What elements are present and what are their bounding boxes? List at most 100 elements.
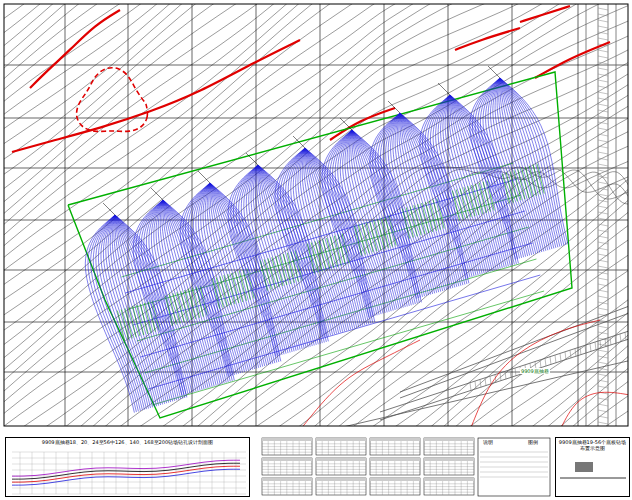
borehole-line	[510, 171, 517, 201]
table-rule	[370, 443, 420, 444]
table-rule	[334, 441, 335, 455]
table-rule	[442, 481, 443, 495]
table-rule	[370, 469, 420, 470]
borehole-trace	[275, 148, 322, 338]
table-rule	[293, 481, 294, 495]
borehole-trace	[258, 165, 316, 345]
borehole-trace	[352, 130, 411, 305]
borehole-line	[537, 164, 544, 194]
table-rule	[394, 441, 395, 455]
borehole-trace	[500, 78, 562, 246]
borehole-line	[181, 291, 188, 321]
borehole-trace	[400, 113, 463, 285]
roadway-hatch	[598, 194, 608, 196]
notes-table	[478, 438, 550, 496]
borehole-trace	[133, 200, 182, 396]
table-rule	[262, 449, 312, 450]
borehole-trace	[305, 148, 359, 327]
borehole-parameter-tables	[262, 438, 474, 495]
coordinate-grid	[4, 4, 628, 426]
table-rule	[370, 472, 420, 473]
roadway-hatch	[598, 200, 608, 202]
roadway-hatch	[598, 104, 608, 106]
borehole-line	[323, 239, 330, 269]
table-frame	[424, 438, 474, 455]
borehole-trace	[500, 78, 548, 250]
roadway-hatch	[598, 50, 608, 52]
drill-site-leader	[340, 118, 352, 130]
table-rule	[461, 441, 462, 455]
roadway-hatch	[555, 355, 556, 363]
profile-line	[12, 460, 240, 476]
roadway-hatch	[600, 340, 601, 348]
table-rule	[448, 461, 449, 475]
table-rule	[359, 481, 360, 495]
table-rule	[262, 446, 312, 447]
borehole-line	[129, 195, 521, 309]
grid-line	[4, 322, 628, 323]
borehole-line	[173, 293, 180, 323]
table-rule	[262, 492, 312, 493]
table-rule	[316, 492, 366, 493]
table-rule	[262, 483, 312, 484]
table-rule	[480, 462, 548, 463]
contour-line	[4, 290, 628, 426]
table-rule	[370, 446, 420, 447]
borehole-line	[483, 182, 490, 212]
table-rule	[268, 441, 269, 455]
table-rule	[480, 457, 548, 458]
table-rule	[461, 461, 462, 475]
chart-grid	[176, 452, 177, 494]
borehole-trace	[400, 113, 457, 287]
table-rule	[370, 492, 420, 493]
borehole-line	[188, 289, 195, 319]
table-rule	[370, 486, 420, 487]
borehole-line	[125, 308, 132, 338]
borehole-trace	[115, 215, 185, 398]
roadway-hatch	[605, 339, 606, 347]
roadway-hatch	[598, 116, 608, 118]
contour-line	[4, 4, 628, 262]
borehole-line	[307, 244, 314, 274]
borehole-line	[239, 271, 246, 301]
drill-site-leader	[246, 153, 258, 165]
table-rule	[401, 481, 402, 495]
roadway-hatch	[598, 86, 608, 88]
borehole-trace	[115, 215, 171, 402]
contour-line	[4, 376, 628, 426]
table-rule	[455, 481, 456, 495]
table-rule	[388, 441, 389, 455]
borehole-trace	[210, 183, 279, 362]
contour-line	[4, 4, 628, 284]
borehole-line	[117, 311, 124, 341]
contour-line	[4, 302, 628, 426]
roadway-hatch	[598, 20, 608, 22]
roadway-hatch	[575, 349, 576, 357]
roadway-hatch	[598, 380, 608, 382]
roadway-hatch	[580, 347, 581, 355]
borehole-line	[354, 226, 361, 256]
table-rule	[424, 452, 474, 453]
roadway-hatch	[620, 334, 621, 342]
borehole-trace	[115, 215, 177, 400]
table-rule	[274, 481, 275, 495]
contour-line	[4, 52, 628, 426]
borehole-trace	[180, 183, 228, 377]
table-rule	[424, 446, 474, 447]
borehole-line	[177, 292, 184, 322]
borehole-line	[475, 184, 482, 214]
table-rule	[328, 461, 329, 475]
borehole-line	[425, 202, 432, 232]
table-rule	[376, 481, 377, 495]
roadway-hatch	[598, 284, 608, 286]
table-heading: 说明	[482, 439, 494, 445]
table-rule	[262, 469, 312, 470]
borehole-line	[533, 165, 540, 195]
fault-line	[470, 320, 600, 426]
table-rule	[424, 472, 474, 473]
roadway-line	[380, 338, 628, 420]
contour-line	[4, 4, 628, 306]
roadway-hatch	[625, 332, 626, 340]
borehole-trace	[115, 215, 175, 401]
table-rule	[370, 463, 420, 464]
